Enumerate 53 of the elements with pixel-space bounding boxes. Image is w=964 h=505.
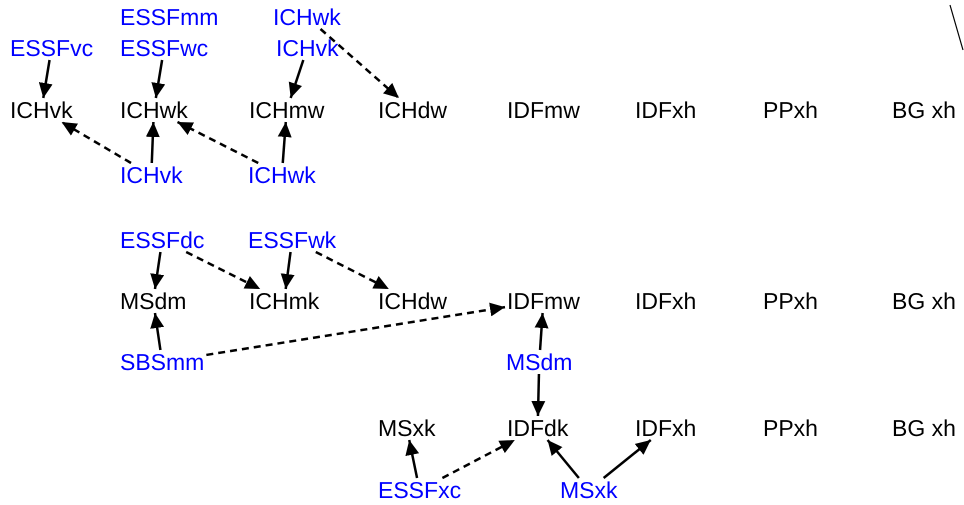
node-label: ESSFdc — [120, 227, 204, 253]
arrow — [531, 374, 546, 416]
node-label: ICHmk — [249, 288, 320, 314]
arrow — [280, 252, 295, 290]
arrow — [278, 122, 292, 164]
node-label: ICHwk — [120, 97, 188, 123]
node-label: IDFxh — [635, 97, 696, 123]
node-label: IDFxh — [635, 288, 696, 314]
node-label: ESSFxc — [378, 477, 462, 503]
arrow — [60, 120, 132, 164]
node-label: ICHvk — [10, 97, 73, 123]
node-label: MSdm — [506, 349, 572, 375]
node-label: BG xh — [892, 97, 956, 123]
arrow — [206, 302, 506, 356]
arrow — [602, 439, 652, 479]
arrow — [405, 440, 420, 478]
node-label: ICHmw — [249, 97, 324, 123]
arrow — [534, 312, 549, 350]
arrow — [546, 439, 580, 479]
node-label: ESSFmm — [120, 4, 218, 30]
node-label: ESSFwk — [248, 227, 336, 253]
arrow — [288, 60, 304, 98]
arrow — [38, 60, 53, 98]
node-label: ESSFwc — [120, 35, 208, 61]
node-label: ICHdw — [378, 97, 448, 123]
arrow — [320, 28, 400, 99]
node-label: BG xh — [892, 415, 956, 441]
node-label: MSxk — [560, 477, 618, 503]
arrow — [315, 250, 390, 290]
node-label: ICHwk — [273, 4, 341, 30]
arrow — [176, 120, 259, 164]
node-label: ICHdw — [378, 288, 448, 314]
node-label: MSdm — [120, 288, 186, 314]
node-label: IDFmw — [507, 97, 580, 123]
node-label: ESSFvc — [10, 35, 94, 61]
node-label: PPxh — [763, 415, 818, 441]
node-label: MSxk — [378, 415, 436, 441]
node-label: ICHvk — [120, 162, 183, 188]
arrow — [442, 438, 516, 480]
arrow — [151, 60, 166, 98]
node-label: BG xh — [892, 288, 956, 314]
node-label: SBSmm — [120, 349, 204, 375]
arrow — [150, 312, 164, 350]
node-label: PPxh — [763, 288, 818, 314]
node-label: ICHvk — [276, 35, 339, 61]
node-label: IDFxh — [635, 415, 696, 441]
node-label: PPxh — [763, 97, 818, 123]
node-label: IDFmw — [507, 288, 580, 314]
node-label: ICHwk — [248, 162, 316, 188]
arrow — [146, 122, 160, 164]
node-label: IDFdk — [507, 415, 568, 441]
arrow — [186, 250, 261, 290]
arrow — [150, 252, 164, 290]
